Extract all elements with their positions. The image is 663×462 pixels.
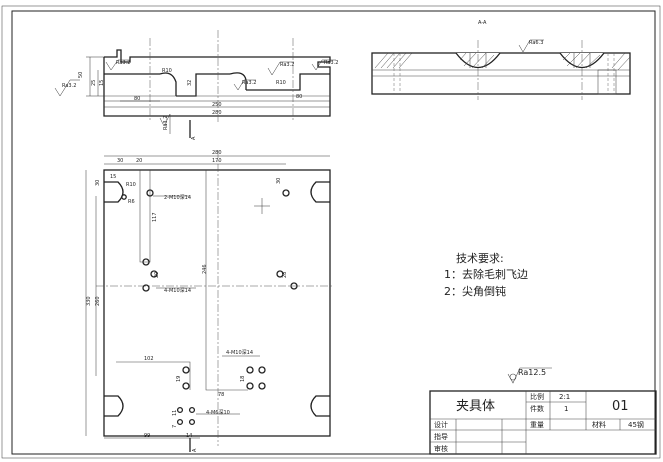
dim-edge-15: 15 (110, 174, 116, 180)
section-arrow-label: A (191, 136, 197, 140)
hole-callout-3: 4-M10深14 (226, 349, 253, 356)
roughness-value: Ra3.2 (116, 60, 130, 66)
dim-overall-width-top: 280 (212, 150, 222, 156)
roughness-symbol-right: Ra3.2 (267, 61, 294, 76)
dim-pitch-11: 11 (172, 410, 178, 416)
dim-hole-span: 170 (212, 158, 222, 164)
dim-vert-30-right: 30 (276, 178, 282, 184)
title-material-value: 45钢 (628, 420, 644, 429)
roughness-symbol-left: Ra3.2 (54, 79, 80, 97)
roughness-symbol-mid: Ra3.2 (233, 79, 256, 91)
section-label: A-A (478, 20, 487, 26)
notes-item-2: 2：尖角倒钝 (444, 284, 506, 298)
title-guide-label: 指导 (434, 432, 448, 441)
dim-radius-left: R10 (162, 68, 172, 74)
hole-callout-4: 4-M6深10 (206, 409, 230, 416)
title-block: 夹具体 比例 2:1 件数 1 重量 材料 45钢 01 设计 指导 审核 (429, 390, 657, 455)
dim-inner-width: 250 (212, 102, 222, 108)
dim-offset-30: 30 (117, 158, 123, 164)
dim-radius-right: R10 (276, 80, 286, 86)
roughness-value: Ra6.3 (529, 40, 543, 46)
dim-r-small: R6 (128, 199, 135, 205)
title-part-name: 夹具体 (456, 399, 495, 414)
dim-pitch-102: 102 (144, 356, 154, 362)
title-design-label: 设计 (434, 420, 448, 429)
dim-vert-20: 20 (154, 272, 160, 278)
section-mark-bottom: A (192, 448, 198, 452)
title-scale-value: 2:1 (559, 393, 570, 401)
roughness-symbol-general: Ra12.5 (507, 367, 552, 384)
dim-step-height: 25 (91, 80, 97, 86)
drawing-frame (11, 10, 656, 455)
hatch-mid-right (562, 52, 601, 69)
dim-pocket-right: 80 (296, 94, 302, 100)
hatch-right (611, 52, 631, 71)
dim-overall-height: 330 (86, 296, 92, 306)
hatch-left (374, 52, 413, 69)
dim-offset-20: 20 (136, 158, 142, 164)
title-scale-label: 比例 (530, 392, 544, 401)
dim-vert-117: 117 (152, 212, 158, 222)
roughness-value: Ra3.2 (280, 62, 294, 68)
front-view: 50 25 15 80 80 250 280 R10 32 R10 Ra3.2 … (54, 30, 338, 140)
roughness-value: Ra3.2 (62, 83, 76, 89)
roughness-general-value: Ra12.5 (518, 368, 546, 377)
roughness-symbol-bottom: Ra3.2 (159, 113, 171, 134)
dim-step-small: 15 (99, 80, 105, 86)
title-qty-value: 1 (564, 405, 568, 413)
title-review-label: 审核 (434, 444, 448, 453)
title-drawing-no: 01 (612, 399, 629, 414)
dim-pitch-7: 7 (172, 425, 178, 428)
dim-radius-top: R10 (126, 182, 136, 188)
notes-item-1: 1：去除毛刺飞边 (444, 267, 528, 281)
roughness-symbol-section: Ra6.3 (518, 39, 544, 53)
dim-inner-height: 260 (95, 296, 101, 306)
top-view: 280 30 20 170 15 30 R10 R6 2-M10深14 4-M1… (85, 150, 334, 452)
hole-callout-2: 4-M10深14 (164, 287, 191, 294)
dim-pitch-78: 78 (218, 392, 224, 398)
dim-pocket-left: 80 (134, 96, 140, 102)
outer-border (1, 5, 661, 459)
roughness-value: Ra3.2 (242, 80, 256, 86)
dim-bottom-14: 14 (186, 433, 192, 439)
dim-pitch-18: 18 (240, 376, 246, 382)
dim-edge-30: 30 (95, 180, 101, 186)
dim-bottom-99: 99 (144, 433, 150, 439)
section-view-a-a: A-A (371, 20, 631, 100)
title-qty-label: 件数 (530, 404, 544, 413)
dim-depth: 32 (187, 80, 193, 86)
notes-title: 技术要求: (456, 252, 504, 265)
title-weight-label: 重量 (530, 421, 544, 429)
dim-overall-width: 280 (212, 110, 222, 116)
roughness-symbol-top: Ra3.2 (105, 59, 130, 71)
technical-notes: 技术要求: 1：去除毛刺飞边 2：尖角倒钝 (444, 252, 528, 298)
dim-pitch-19: 19 (176, 376, 182, 382)
roughness-symbol-far-right: Ra3.2 (311, 59, 338, 71)
dim-height-total: 50 (78, 72, 84, 78)
roughness-value: Ra3.2 (163, 116, 169, 130)
dim-vert-246: 246 (202, 264, 208, 274)
roughness-value: Ra3.2 (324, 60, 338, 66)
hole-callout-1: 2-M10深14 (164, 194, 191, 201)
dim-vert-28: 28 (282, 272, 288, 278)
title-material-label: 材料 (592, 420, 606, 429)
